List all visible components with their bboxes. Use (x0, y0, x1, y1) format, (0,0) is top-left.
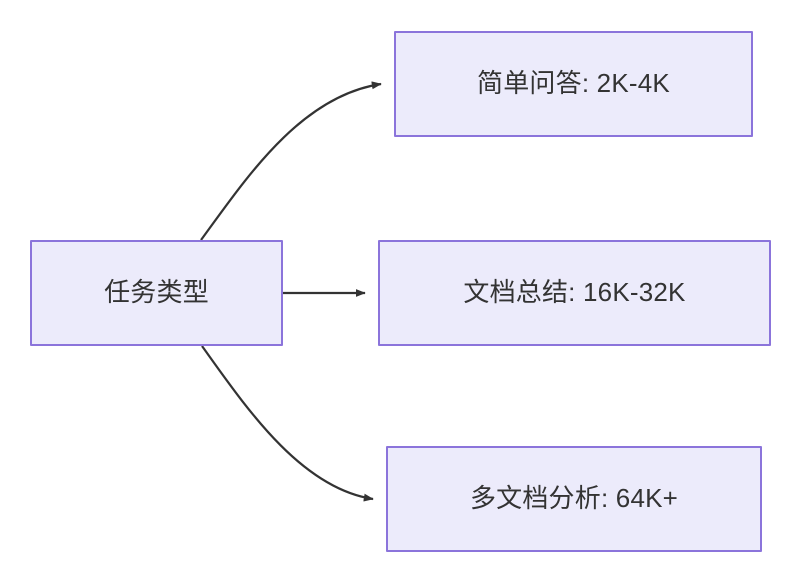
node-doc-summary[interactable]: 文档总结: 16K-32K (378, 240, 771, 346)
node-simple-qa-label: 简单问答: 2K-4K (477, 68, 670, 99)
node-doc-summary-label: 文档总结: 16K-32K (463, 277, 686, 308)
node-multi-doc-label: 多文档分析: 64K+ (469, 483, 679, 514)
node-multi-doc[interactable]: 多文档分析: 64K+ (386, 446, 762, 552)
edge-root-to-multi-doc (201, 345, 374, 502)
edge-root-to-simple-qa (200, 81, 382, 241)
node-simple-qa[interactable]: 简单问答: 2K-4K (394, 31, 753, 137)
node-task-type-label: 任务类型 (104, 277, 209, 308)
node-task-type[interactable]: 任务类型 (30, 240, 283, 346)
